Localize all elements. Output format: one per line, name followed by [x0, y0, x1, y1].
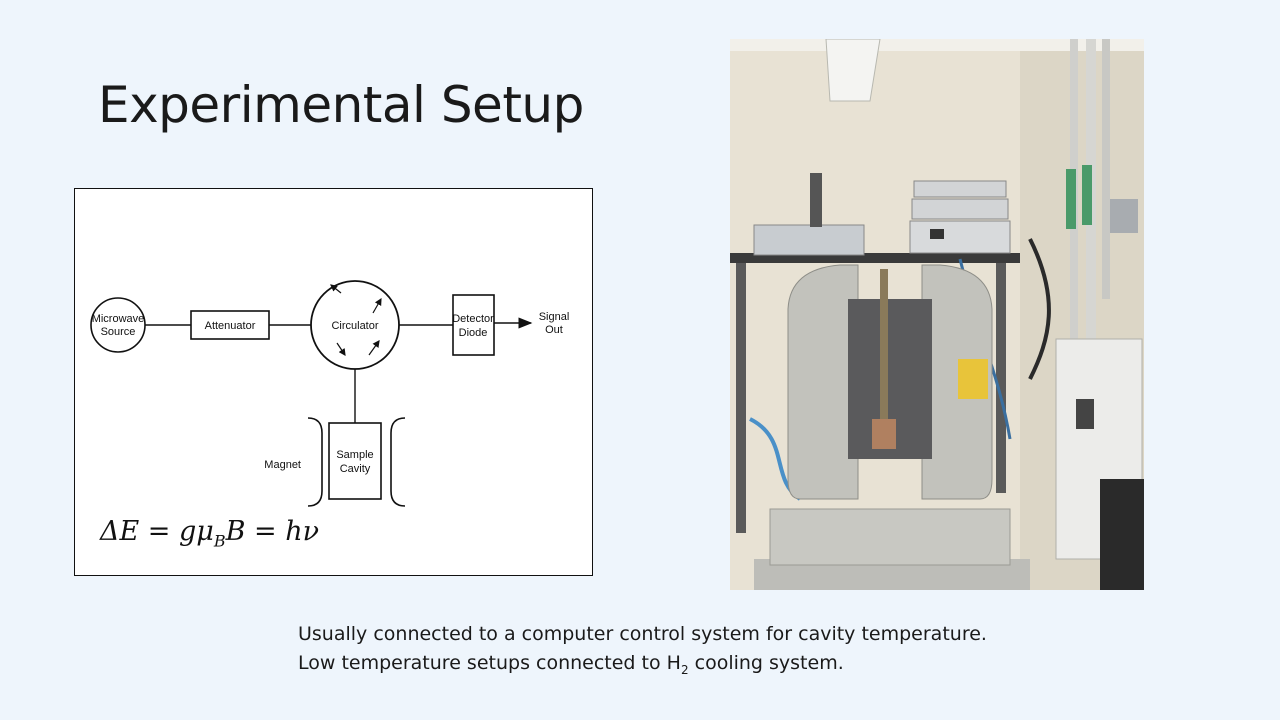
block-diagram-svg: Microwave Source Attenuator Circulator D… — [90, 280, 570, 507]
eq-g-mu: gμ — [179, 516, 214, 547]
eq-delta-e: ΔE — [100, 516, 140, 547]
caption-line-2-post: cooling system. — [688, 652, 844, 674]
caption-line-2: Low temperature setups connected to H2 c… — [298, 649, 987, 685]
caption-line-1: Usually connected to a computer control … — [298, 623, 987, 645]
magnet-pole-right — [390, 417, 406, 507]
circulator-arrow-icon — [368, 340, 380, 356]
caption-line-2-pre: Low temperature setups connected to H — [298, 652, 681, 674]
caption-line-2-sub: 2 — [680, 662, 689, 677]
eq-sub-b: B — [213, 531, 226, 551]
circulator-label: Circulator — [331, 320, 378, 332]
circulator-arrow-icon — [330, 284, 342, 294]
attenuator: Attenuator — [190, 310, 270, 340]
attenuator-label: Attenuator — [205, 320, 256, 332]
sample-cavity-label-2: Cavity — [340, 463, 371, 475]
magnet-pole-left — [307, 417, 323, 507]
sample-cavity-label-1: Sample — [336, 449, 373, 461]
microwave-source-label-1: Microwave — [92, 313, 145, 325]
detector-diode: Detector Diode — [452, 294, 495, 356]
signal-out-label-2: Out — [545, 324, 563, 336]
epr-spectrometer-photo — [730, 39, 1144, 590]
eq-b: B — [225, 516, 246, 547]
slide-caption: Usually connected to a computer control … — [298, 620, 987, 685]
photo-illustration — [730, 39, 1144, 590]
circulator-arrow-icon — [372, 297, 382, 314]
signal-out-label-1: Signal — [539, 311, 570, 323]
slide-title: Experimental Setup — [98, 76, 584, 134]
magnet-label: Magnet — [264, 459, 301, 471]
microwave-source: Microwave Source — [90, 297, 146, 353]
microwave-source-label-2: Source — [101, 326, 136, 338]
eq-equals: = — [139, 516, 180, 547]
detector-diode-label-1: Detector — [452, 313, 494, 325]
block-diagram: Microwave Source Attenuator Circulator D… — [74, 188, 593, 576]
detector-diode-label-2: Diode — [459, 327, 488, 339]
eq-equals: = — [245, 516, 286, 547]
circulator: Circulator — [310, 280, 400, 370]
resonance-equation: ΔE = gμBB = hν — [100, 516, 319, 550]
sample-cavity: Sample Cavity — [328, 422, 382, 500]
circulator-arrow-icon — [336, 342, 346, 356]
eq-h-nu: hν — [285, 516, 320, 547]
